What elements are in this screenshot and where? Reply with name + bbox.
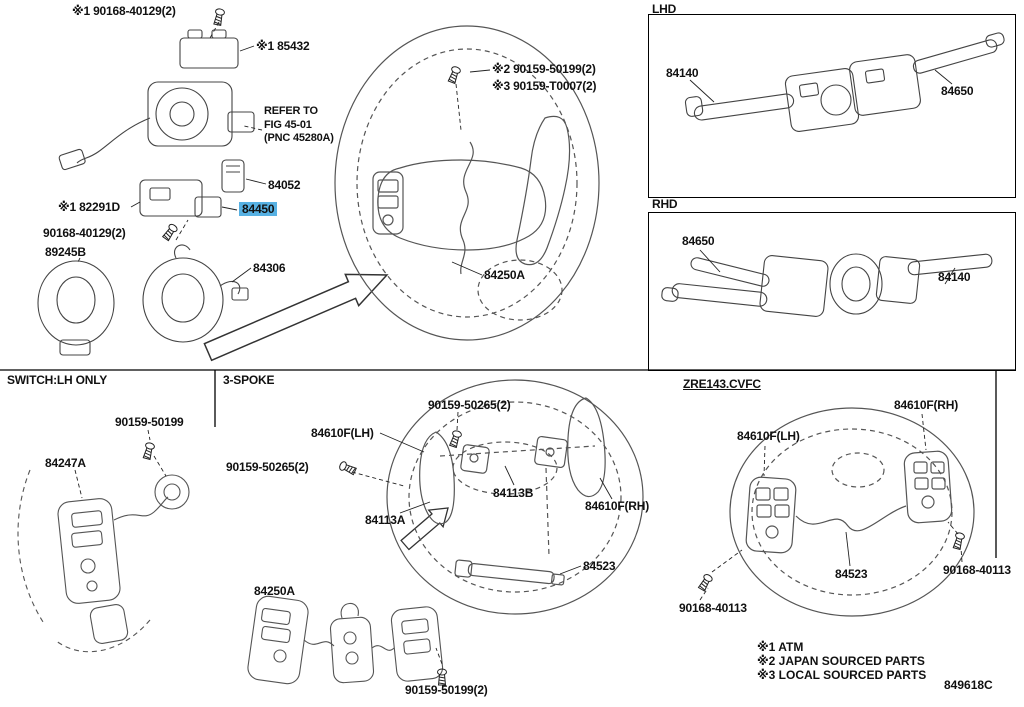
leader-lines (74, 21, 963, 665)
part-label-84247a: 84247A (45, 456, 86, 470)
screw-icon (212, 7, 226, 27)
main-steering-wheel-drawing (334, 25, 600, 341)
part-label-84610f-rh-c: 84610F(RH) (585, 499, 650, 513)
legend-note-1: ※1 ATM (757, 640, 804, 654)
legend-note-2: ※2 JAPAN SOURCED PARTS (757, 654, 925, 668)
part-label-84610f-lh-r: 84610F(LH) (737, 429, 800, 443)
rhd-combination-switch-drawing (661, 253, 993, 317)
screw-icon (448, 429, 463, 449)
lhd-combination-switch-drawing (684, 32, 1005, 132)
legend-note-3: ※3 LOCAL SOURCED PARTS (757, 668, 927, 682)
zre143-wheel-drawing (729, 407, 975, 617)
part-label-90159-50199-note2: ※2 90159-50199(2) (492, 62, 596, 76)
part-label-90168-40113-r: 90168-40113 (943, 563, 1011, 577)
screw-icon (337, 460, 358, 477)
lhd-box (648, 14, 1016, 198)
part-label-84250a-top: 84250A (484, 268, 525, 282)
part-label-84113b: 84113B (493, 486, 534, 500)
part-label-90159-50265-a: 90159-50265(2) (428, 398, 511, 412)
rhd-box (648, 212, 1016, 371)
part-label-90159-50265-b: 90159-50265(2) (226, 460, 309, 474)
part-label-90168-40113-l: 90168-40113 (679, 601, 747, 615)
pointer-arrow-small-icon (400, 507, 449, 551)
clockspring-assembly-drawing (37, 29, 255, 356)
switch-pod-set-drawing (247, 595, 444, 685)
screw-icon (951, 531, 966, 551)
section-label-zre143-cvfc: ZRE143.CVFC (683, 377, 761, 391)
part-label-84650-rhd: 84650 (682, 234, 715, 248)
section-label-lhd: LHD (652, 2, 677, 16)
part-label-84140-lhd: 84140 (666, 66, 699, 80)
pointer-arrow-icon (203, 273, 389, 362)
part-label-84140-rhd: 84140 (938, 270, 971, 284)
drawing-code: 849618C (944, 678, 993, 692)
screw-icon (697, 572, 714, 593)
section-label-switch-lh-only: SWITCH:LH ONLY (7, 373, 108, 387)
refer-note-line2: FIG 45-01 (264, 118, 312, 131)
refer-note: REFER TO FIG 45-01 (PNC 45280A) (264, 105, 334, 146)
screw-icon (141, 441, 156, 461)
part-label-82291d: ※1 82291D (58, 200, 120, 214)
part-label-84450-highlighted[interactable]: 84450 (239, 202, 278, 216)
part-label-84610f-rh-r: 84610F(RH) (894, 398, 959, 412)
three-spoke-wheel-drawing (386, 379, 644, 615)
refer-note-line1: REFER TO (264, 105, 318, 117)
lh-switch-pod-drawing (17, 469, 190, 653)
refer-note-line3: (PNC 45280A) (264, 132, 334, 144)
part-label-84523-r: 84523 (835, 567, 868, 581)
part-label-89245b: 89245B (45, 245, 86, 259)
part-label-90159-50199-bl: 90159-50199 (115, 415, 184, 429)
part-label-90159-50199-2: 90159-50199(2) (405, 683, 488, 697)
part-label-84052: 84052 (268, 178, 301, 192)
part-label-90159-t0007-note3: ※3 90159-T0007(2) (492, 79, 597, 93)
part-label-84650-lhd: 84650 (941, 84, 974, 98)
part-label-84523-c: 84523 (583, 559, 616, 573)
part-label-85432: ※1 85432 (256, 39, 310, 53)
part-label-84250a-b: 84250A (254, 584, 295, 598)
part-label-84306: 84306 (253, 261, 286, 275)
part-label-84610f-lh-c: 84610F(LH) (311, 426, 374, 440)
part-label-90168-40129-b: 90168-40129(2) (43, 226, 126, 240)
screw-icon (446, 65, 462, 85)
screw-icon (161, 222, 179, 242)
part-label-84113a: 84113A (365, 513, 406, 527)
part-label-90168-40129-top: ※1 90168-40129(2) (72, 4, 176, 18)
section-label-3-spoke: 3-SPOKE (223, 373, 275, 387)
section-label-rhd: RHD (652, 197, 678, 211)
